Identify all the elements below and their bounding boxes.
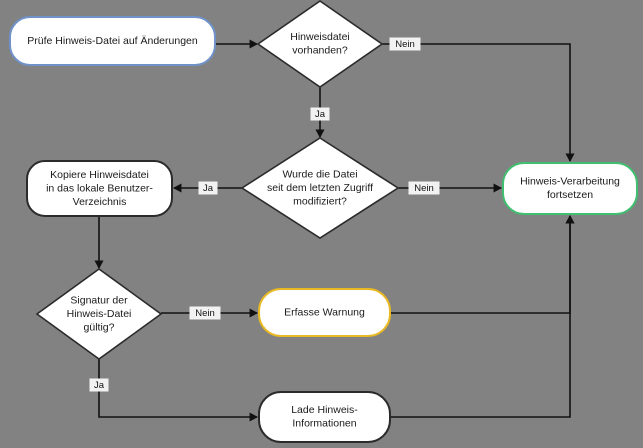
node-label-line: Signatur der: [70, 294, 128, 306]
edge-modified-ja-label: Ja: [198, 181, 218, 195]
node-label-line: seit dem letzten Zugriff: [267, 182, 373, 194]
edge-layer: [94, 39, 575, 422]
edge-label-text: Ja: [203, 183, 214, 194]
edge-path: [382, 43, 571, 161]
node-label-line: modifiziert?: [293, 195, 347, 207]
edge-label-text: Nein: [195, 308, 215, 319]
node-label-line: Verzeichnis: [73, 196, 127, 208]
node-label-line: Prüfe Hinweis-Datei auf Änderungen: [27, 35, 198, 47]
node-label-line: fortsetzen: [547, 189, 593, 201]
edge-copy-to-signature: [94, 216, 104, 269]
edge-label-text: Nein: [414, 183, 434, 194]
edge-label-chip: [89, 378, 109, 392]
edge-arrowhead: [493, 183, 502, 193]
edge-arrowhead: [249, 412, 258, 422]
node-load-info[interactable]: Lade Hinweis- Informationen: [258, 391, 391, 443]
node-start[interactable]: Prüfe Hinweis-Datei auf Änderungen: [9, 16, 216, 66]
node-shape-rounded-rect: [9, 16, 216, 66]
node-shape-diamond: [240, 137, 400, 239]
node-decision-exists[interactable]: Hinweisdatei vorhanden?: [256, 0, 384, 88]
edge-signature-ja: [98, 359, 258, 422]
node-label-line: Erfasse Warnung: [284, 306, 365, 318]
node-capture-warning[interactable]: Erfasse Warnung: [258, 288, 391, 337]
edge-label-text: Ja: [315, 109, 326, 120]
edge-exists-ja-label: Ja: [310, 107, 330, 121]
edge-arrowhead: [94, 260, 104, 269]
edge-path: [98, 359, 257, 418]
node-label-line: gültig?: [84, 321, 115, 333]
edge-path: [390, 216, 571, 418]
edge-exists-nein-label: Nein: [389, 37, 421, 51]
edge-arrowhead: [565, 215, 575, 224]
edge-label-text: Ja: [94, 380, 105, 391]
edge-load-to-continue: [390, 215, 575, 418]
node-label-line: Lade Hinweis-: [291, 404, 358, 416]
edge-arrowhead: [315, 129, 325, 138]
node-shape-diamond: [35, 268, 163, 360]
node-label-line: in das lokale Benutzer-: [46, 182, 153, 194]
edge-arrowhead: [173, 183, 182, 193]
node-shape-rounded-rect: [258, 391, 391, 443]
node-shape-diamond: [256, 0, 384, 88]
edge-label-chip: [310, 107, 330, 121]
node-label-line: Hinweis-Verarbeitung: [520, 176, 620, 188]
node-label-line: vorhanden?: [292, 45, 348, 57]
node-label-line: Hinweis-Datei: [67, 308, 132, 320]
edge-label-chip: [198, 181, 218, 195]
edge-arrowhead: [565, 153, 575, 162]
edge-arrowhead: [249, 308, 258, 318]
edge-label-chip: [408, 181, 440, 195]
node-label-line: Informationen: [292, 418, 356, 430]
edge-arrowhead: [249, 39, 258, 49]
node-label-line: Wurde die Datei: [282, 168, 357, 180]
edge-label-chip: [389, 37, 421, 51]
edge-label-chip: [189, 306, 221, 320]
edge-exists-nein: [382, 43, 575, 162]
edge-path: [390, 216, 571, 314]
node-shape-rounded-rect: [258, 288, 391, 337]
node-shape-rounded-rect: [26, 160, 173, 217]
edge-signature-nein-label: Nein: [189, 306, 221, 320]
edge-label-text: Nein: [395, 39, 415, 50]
node-label-line: Hinweisdatei: [290, 31, 350, 43]
node-shape-rounded-rect: [502, 162, 638, 215]
node-label-line: Kopiere Hinweisdatei: [50, 169, 149, 181]
node-decision-modified[interactable]: Wurde die Datei seit dem letzten Zugriffm…: [240, 137, 400, 239]
edge-warning-to-continue: [390, 215, 575, 314]
edge-start-to-exists: [215, 39, 258, 49]
edge-modified-nein-label: Nein: [408, 181, 440, 195]
edge-signature-ja-label: Ja: [89, 378, 109, 392]
